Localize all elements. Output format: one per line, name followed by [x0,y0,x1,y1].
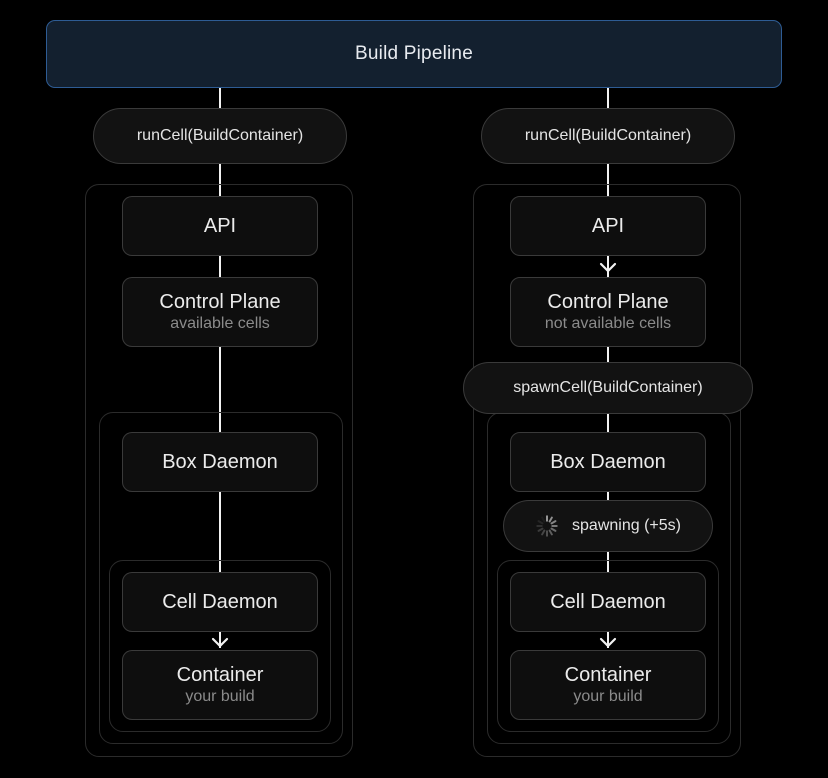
arrow-down-icon [599,262,617,273]
cell-daemon-node-right: Cell Daemon [510,572,706,632]
runcell-pill-right: runCell(BuildContainer) [481,108,735,164]
container-node-left: Container your build [122,650,318,720]
box-daemon-label-left: Box Daemon [162,451,278,473]
control-plane-label-left: Control Plane [159,290,281,313]
cell-daemon-group-left [109,560,331,732]
arrow-down-icon [599,637,617,648]
spawning-label: spawning (+5s) [572,517,681,534]
control-plane-node-right: Control Plane not available cells [510,277,706,347]
container-sublabel-left: your build [185,687,255,705]
container-node-right: Container your build [510,650,706,720]
spawncell-pill: spawnCell(BuildContainer) [463,362,753,414]
spawncell-label: spawnCell(BuildContainer) [513,379,703,396]
api-label-right: API [591,215,625,237]
spawning-status-pill: spawning (+5s) [503,500,713,552]
box-daemon-group-left [99,412,343,744]
runcell-label-left: runCell(BuildContainer) [136,127,304,144]
connector-line-left [219,88,221,648]
cell-daemon-node-left: Cell Daemon [122,572,318,632]
arrow-down-icon [211,637,229,648]
api-node-left: API [122,196,318,256]
runcell-label-right: runCell(BuildContainer) [524,127,692,144]
box-daemon-node-left: Box Daemon [122,432,318,492]
cell-daemon-label-left: Cell Daemon [162,591,278,613]
control-plane-label-right: Control Plane [547,290,669,313]
control-plane-sublabel-left: available cells [170,314,270,332]
box-daemon-node-right: Box Daemon [510,432,706,492]
spinner-icon [536,515,558,537]
pipeline-title: Build Pipeline [355,43,473,64]
runcell-pill-left: runCell(BuildContainer) [93,108,347,164]
cell-daemon-group-right [497,560,719,732]
container-label-left: Container [176,663,264,686]
cell-daemon-label-right: Cell Daemon [550,591,666,613]
control-plane-node-left: Control Plane available cells [122,277,318,347]
api-node-right: API [510,196,706,256]
container-sublabel-right: your build [573,687,643,705]
box-daemon-label-right: Box Daemon [550,451,666,473]
machine-group-right [473,184,741,757]
pipeline-header: Build Pipeline [46,20,782,88]
api-label-left: API [203,215,237,237]
machine-group-left [85,184,353,757]
container-label-right: Container [564,663,652,686]
control-plane-sublabel-right: not available cells [544,314,672,332]
